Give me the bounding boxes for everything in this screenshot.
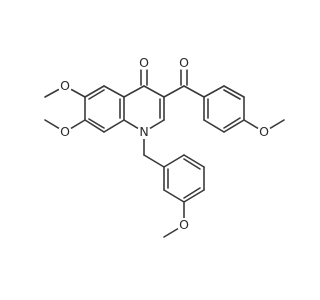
methoxy-oxygen-7: O (60, 124, 70, 139)
bond-lines (44, 69, 285, 238)
atom-label-methoxy-oxygen-6: O (58, 78, 72, 93)
ring-nitrogen: N (139, 124, 148, 139)
atom-label-ring-nitrogen: N (137, 124, 151, 139)
methoxy-oxygen-6: O (60, 78, 70, 93)
atom-label-methoxy-oxygen-7: O (58, 124, 72, 139)
benzyl-methoxy-oxygen: O (179, 217, 189, 232)
carbonyl-oxygen: O (179, 55, 189, 70)
atom-label-carbonyl-oxygen: O (177, 55, 191, 70)
ketone-oxygen: O (139, 55, 149, 70)
atom-label-benzyl-methoxy-oxygen: O (177, 217, 191, 232)
anisoyl-methoxy-oxygen: O (259, 124, 269, 139)
chemical-structure: O O O O O N O (44, 55, 285, 238)
atom-label-ketone-oxygen: O (137, 55, 151, 70)
atom-label-anisoyl-methoxy-oxygen: O (257, 124, 271, 139)
